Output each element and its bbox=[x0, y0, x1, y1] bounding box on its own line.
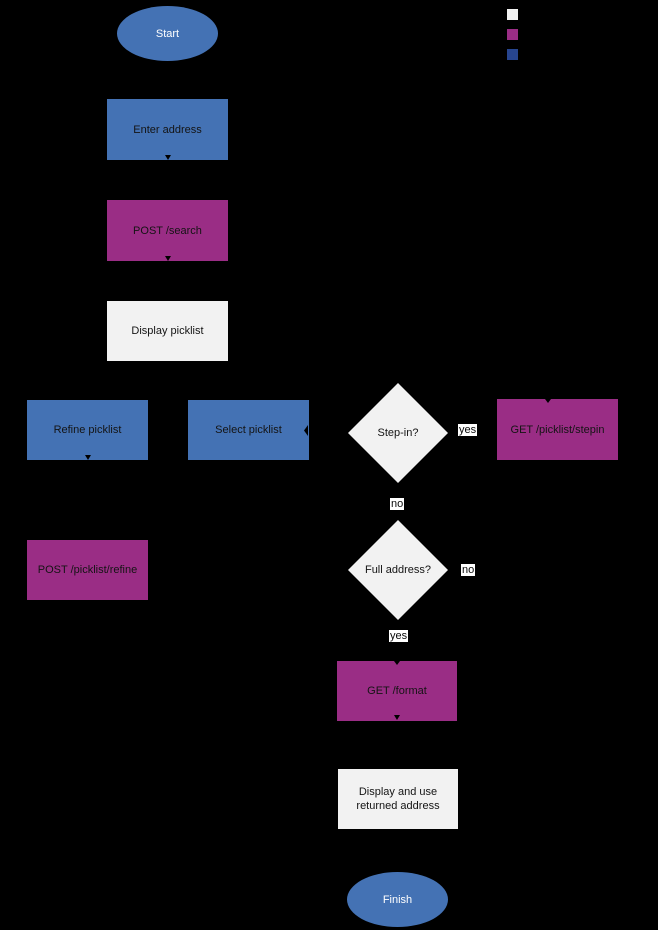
arrowhead-mark bbox=[394, 715, 400, 720]
node-refine-picklist: Refine picklist bbox=[27, 400, 148, 460]
arrowhead-mark bbox=[545, 399, 551, 403]
node-finish: Finish bbox=[347, 872, 448, 927]
legend-swatch-action bbox=[507, 49, 518, 60]
node-label: Display and use returned address bbox=[356, 786, 440, 812]
node-post-search: POST /search bbox=[107, 200, 228, 261]
node-label: Step-in? bbox=[377, 427, 419, 439]
node-label: GET /format bbox=[367, 685, 427, 697]
node-label: Full address? bbox=[364, 564, 432, 576]
node-label: POST /search bbox=[133, 224, 202, 237]
node-display-use-address: Display and use returned address bbox=[338, 769, 458, 829]
node-select-picklist: Select picklist bbox=[188, 400, 309, 460]
node-label: Refine picklist bbox=[53, 424, 122, 436]
arrowhead-mark bbox=[165, 155, 171, 160]
node-stepin-decision: Step-in? bbox=[348, 383, 448, 483]
node-label: POST /picklist/refine bbox=[37, 564, 138, 576]
node-enter-address: Enter address bbox=[107, 99, 228, 160]
arrowhead-mark bbox=[394, 661, 400, 665]
node-display-picklist: Display picklist bbox=[107, 301, 228, 361]
node-full-address-decision: Full address? bbox=[348, 520, 448, 620]
arrowhead-mark bbox=[85, 455, 91, 460]
node-label: Start bbox=[155, 27, 180, 40]
arrowhead-mark bbox=[304, 425, 308, 436]
node-get-picklist-stepin: GET /picklist/stepin bbox=[497, 399, 618, 460]
edge-label-full-address-no: no bbox=[461, 564, 476, 576]
node-label: Enter address bbox=[133, 123, 202, 136]
legend-swatch-api bbox=[507, 29, 518, 40]
node-label: GET /picklist/stepin bbox=[510, 423, 605, 436]
node-start: Start bbox=[117, 6, 218, 61]
edge-label-full-address-yes: yes bbox=[389, 630, 409, 642]
node-post-picklist-refine: POST /picklist/refine bbox=[27, 540, 148, 600]
node-label: Finish bbox=[382, 893, 413, 906]
edge-label-stepin-yes: yes bbox=[458, 424, 478, 436]
legend-swatch-display bbox=[507, 9, 518, 20]
node-get-format: GET /format bbox=[337, 661, 457, 721]
node-label: Select picklist bbox=[215, 424, 282, 436]
edge-label-stepin-no: no bbox=[390, 498, 405, 510]
node-label: Display picklist bbox=[131, 325, 204, 337]
arrowhead-mark bbox=[165, 256, 171, 261]
